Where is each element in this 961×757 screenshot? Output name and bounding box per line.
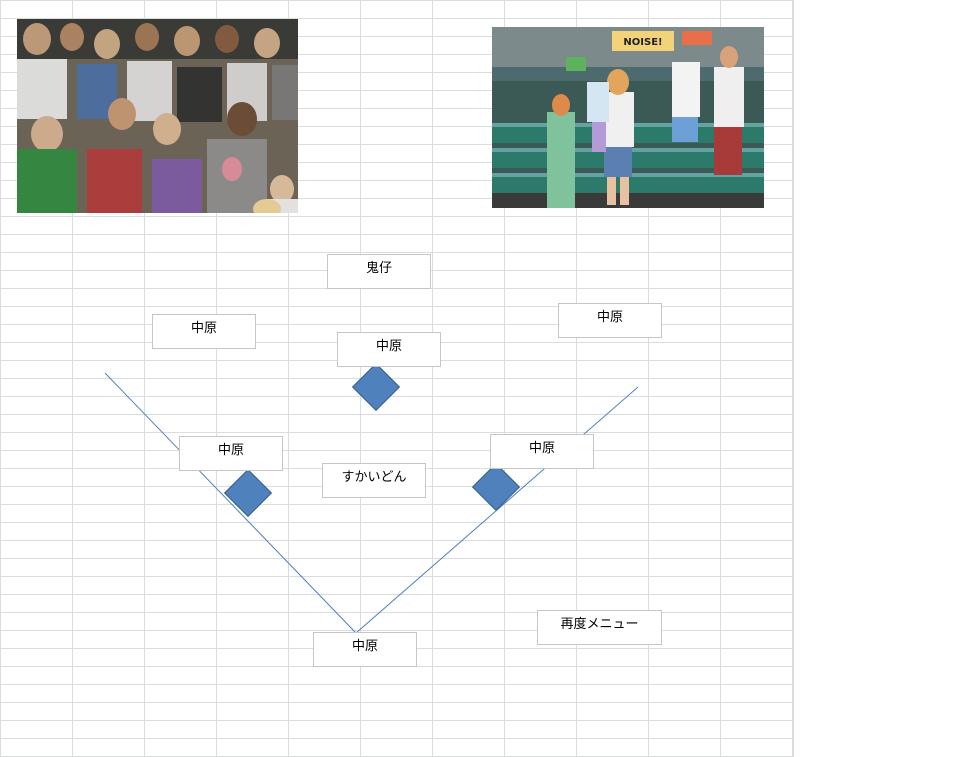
right-fielder-box[interactable]: 中原 [558,303,662,338]
left-fielder-box[interactable]: 中原 [152,314,256,349]
pitcher-box[interactable]: すかいどん [322,463,426,498]
noise-sign: NOISE! [623,37,662,48]
catcher-box[interactable]: 中原 [313,632,417,667]
crowd-photo[interactable] [17,19,298,213]
first-base-box[interactable]: 中原 [490,434,594,469]
game-stands-photo[interactable]: NOISE! [492,27,764,208]
center-fielder-box[interactable]: 鬼仔 [327,254,431,289]
crowd-photo-image [17,19,298,213]
retry-menu-button[interactable]: 再度メニュー [537,610,662,645]
left-foul-line [104,372,357,634]
third-base-box[interactable]: 中原 [179,436,283,471]
game-stands-image: NOISE! [492,27,764,208]
second-base-box[interactable]: 中原 [337,332,441,367]
